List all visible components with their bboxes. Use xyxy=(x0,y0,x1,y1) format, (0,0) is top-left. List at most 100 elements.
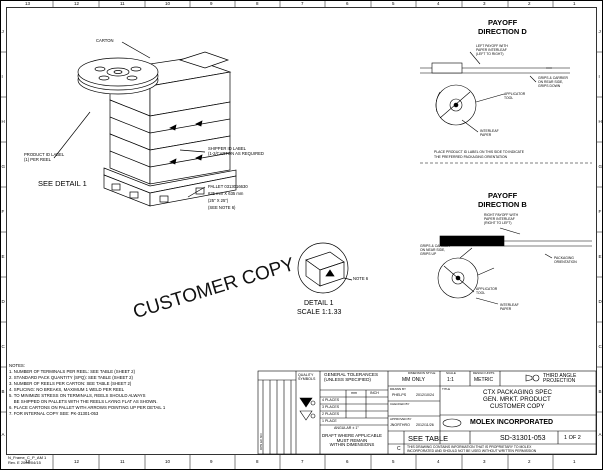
tol-4-places: 4 PLACES xyxy=(322,398,340,402)
column-index-label: 9 xyxy=(210,459,213,464)
tol-mm-header: mm xyxy=(351,391,357,395)
column-index-label: 3 xyxy=(483,0,486,6)
title-line-3: CUSTOMER COPY xyxy=(490,403,545,410)
row-index-label: F xyxy=(1,209,5,214)
payoff-b-right-payoff: RIGHT PAYOFF WITH PAPER INTERLEAF (RIGHT… xyxy=(484,213,519,225)
notes-heading: NOTES: xyxy=(9,363,25,368)
checked-by-label: CHECKED BY xyxy=(390,402,410,406)
note-item: 1. NUMBER OF TERMINALS PER REEL: SEE TAB… xyxy=(9,369,135,374)
product-id-label: PRODUCT ID LABEL (1) PER REEL xyxy=(24,152,65,162)
payoff-b-title: PAYOFF xyxy=(488,191,518,200)
row-index-label: H xyxy=(598,119,602,124)
title-line-2: GEN. MRKT. PRODUCT xyxy=(483,396,551,403)
drawn-by-label: DRAWN BY xyxy=(390,387,407,391)
note-item: 3. NUMBER OF REELS PER CARTON: SEE TABLE… xyxy=(9,381,132,386)
column-index-label: 11 xyxy=(120,459,125,464)
row-index-label: D xyxy=(1,299,5,304)
row-index-label: C xyxy=(1,344,5,349)
pallet-note: (SEE NOTE 6) xyxy=(208,205,236,210)
revision-strip-label: DPN EC NO xyxy=(259,433,263,450)
column-index-label: 2 xyxy=(528,0,531,6)
note-item: 4. SPLICING: NO BREAKS, MAXIMUM 1 WELD P… xyxy=(9,387,125,392)
sheet-size: C xyxy=(397,446,401,452)
column-index-label: 6 xyxy=(346,459,349,464)
payoff-d-grips: GRIPS & CARRIER ON REAR SIDE, GRIPS DOWN xyxy=(538,76,568,88)
general-tolerances-label: GENERAL TOLERANCES (UNLESS SPECIFIED) xyxy=(324,372,379,382)
row-index-label: A xyxy=(1,432,5,437)
detail1-scale: SCALE 1:1.33 xyxy=(297,309,342,316)
notes-list: 1. NUMBER OF TERMINALS PER REEL: SEE TAB… xyxy=(9,369,165,417)
column-index-label: 13 xyxy=(25,459,31,464)
note-item: BE SHIPPED ON PALLETS WITH THE REELS LAY… xyxy=(9,399,158,404)
tol-inch-header: INCH xyxy=(370,391,379,395)
column-index-label: 12 xyxy=(74,0,80,6)
column-index-label: 5 xyxy=(392,0,395,6)
note-item: 7. FOR INTERNAL COPY SEE: PK-31301-053 xyxy=(9,411,99,416)
detail1-title: DETAIL 1 xyxy=(304,300,334,307)
column-index-label: 9 xyxy=(210,0,213,6)
approved-by-name: JNORTHRO xyxy=(390,423,410,427)
see-detail-label: SEE DETAIL 1 xyxy=(38,179,87,188)
column-index-label: 10 xyxy=(165,0,171,6)
note-item: 2. STANDARD PACK QUANTITY (SPQ): SEE TAB… xyxy=(9,375,133,380)
pallet-size-mm: 635 mm X 635 mm xyxy=(208,191,244,196)
payoff-d-interleaf: INTERLEAF PAPER xyxy=(480,129,499,137)
column-index-label: 10 xyxy=(165,459,171,464)
row-index-label: B xyxy=(1,389,5,394)
column-index-label: 7 xyxy=(301,0,304,6)
payoff-d-direction: DIRECTION D xyxy=(478,27,527,36)
approved-by-label: APPROVED BY xyxy=(390,417,412,421)
payoff-b-grips: GRIPS & CARRIER ON NEAR SIDE, GRIPS UP xyxy=(420,244,450,256)
approved-date: 2012/11/26 xyxy=(416,423,434,427)
notes-block: NOTES: 1. NUMBER OF TERMINALS PER REEL: … xyxy=(9,363,165,417)
row-index-label: G xyxy=(598,164,603,169)
payoff-d-applicator: APPLICATOR TOOL xyxy=(504,92,526,100)
third-angle-projection: THIRD ANGLE PROJECTION xyxy=(543,373,577,384)
see-table-label: SEE TABLE xyxy=(408,434,449,443)
tol-1-place: 1 PLACE xyxy=(322,419,337,423)
dimension-style-label: DIMENSION STYLE xyxy=(408,371,436,375)
scale-label: SCALE xyxy=(446,371,456,375)
column-index-label: 12 xyxy=(74,459,80,464)
carton-label: CARTON xyxy=(96,38,114,43)
row-index-label: I xyxy=(1,74,3,79)
note6-label: NOTE 6 xyxy=(353,276,369,281)
frame-footer: N_Frame_C_P_AM 1 Rev. E 2006/04/15 xyxy=(8,455,47,465)
row-index-label: E xyxy=(598,254,602,259)
row-index-label: F xyxy=(598,209,602,214)
column-index-label: 1 xyxy=(573,0,576,6)
column-index-label: 8 xyxy=(256,459,259,464)
row-index-label: C xyxy=(598,344,602,349)
proprietary-line-1: THIS DRAWING CONTAINS INFORMATION THAT I… xyxy=(407,445,532,449)
row-index-label: J xyxy=(1,29,4,34)
note-item: 6. PLACE CARTONS ON PALLET WITH ARROWS P… xyxy=(9,405,166,410)
drawn-date: 2012/10/24 xyxy=(416,393,434,397)
drawn-by-name: PHELPS xyxy=(392,393,407,397)
draft-note: DRAFT WHERE APPLICABLE MUST REMAIN WITHI… xyxy=(322,433,382,447)
column-index-label: 4 xyxy=(437,0,440,6)
company-name: MOLEX INCORPORATED xyxy=(470,419,554,426)
pallet-label: PALLET 0313016630 xyxy=(208,184,248,189)
row-index-label: A xyxy=(598,432,602,437)
payoff-b-interleaf: INTERLEAF PAPER xyxy=(500,303,519,311)
tol-3-places: 3 PLACES xyxy=(322,405,340,409)
column-index-label: 7 xyxy=(301,459,304,464)
column-index-label: 3 xyxy=(483,459,486,464)
row-index-label: B xyxy=(598,389,602,394)
tol-2-places: 2 PLACES xyxy=(322,412,340,416)
document-number: SD-31301-053 xyxy=(500,435,546,442)
column-index-label: 4 xyxy=(437,459,440,464)
quality-symbols-label: QUALITY SYMBOLS xyxy=(298,373,316,381)
payoff-b-packaging: PACKAGING ORIENTATION xyxy=(554,256,577,264)
column-index-label: 2 xyxy=(528,459,531,464)
row-index-label: D xyxy=(598,299,602,304)
column-index-label: 13 xyxy=(25,0,31,6)
column-index-label: 6 xyxy=(346,0,349,6)
scale-value: 1:1 xyxy=(447,377,454,383)
proprietary-line-2: INCORPORATED AND SHOULD NOT BE USED WITH… xyxy=(407,449,537,453)
row-index-label: E xyxy=(1,254,5,259)
row-index-label: J xyxy=(598,29,601,34)
title-line-1: CTX PACKAGING SPEC xyxy=(483,389,552,396)
